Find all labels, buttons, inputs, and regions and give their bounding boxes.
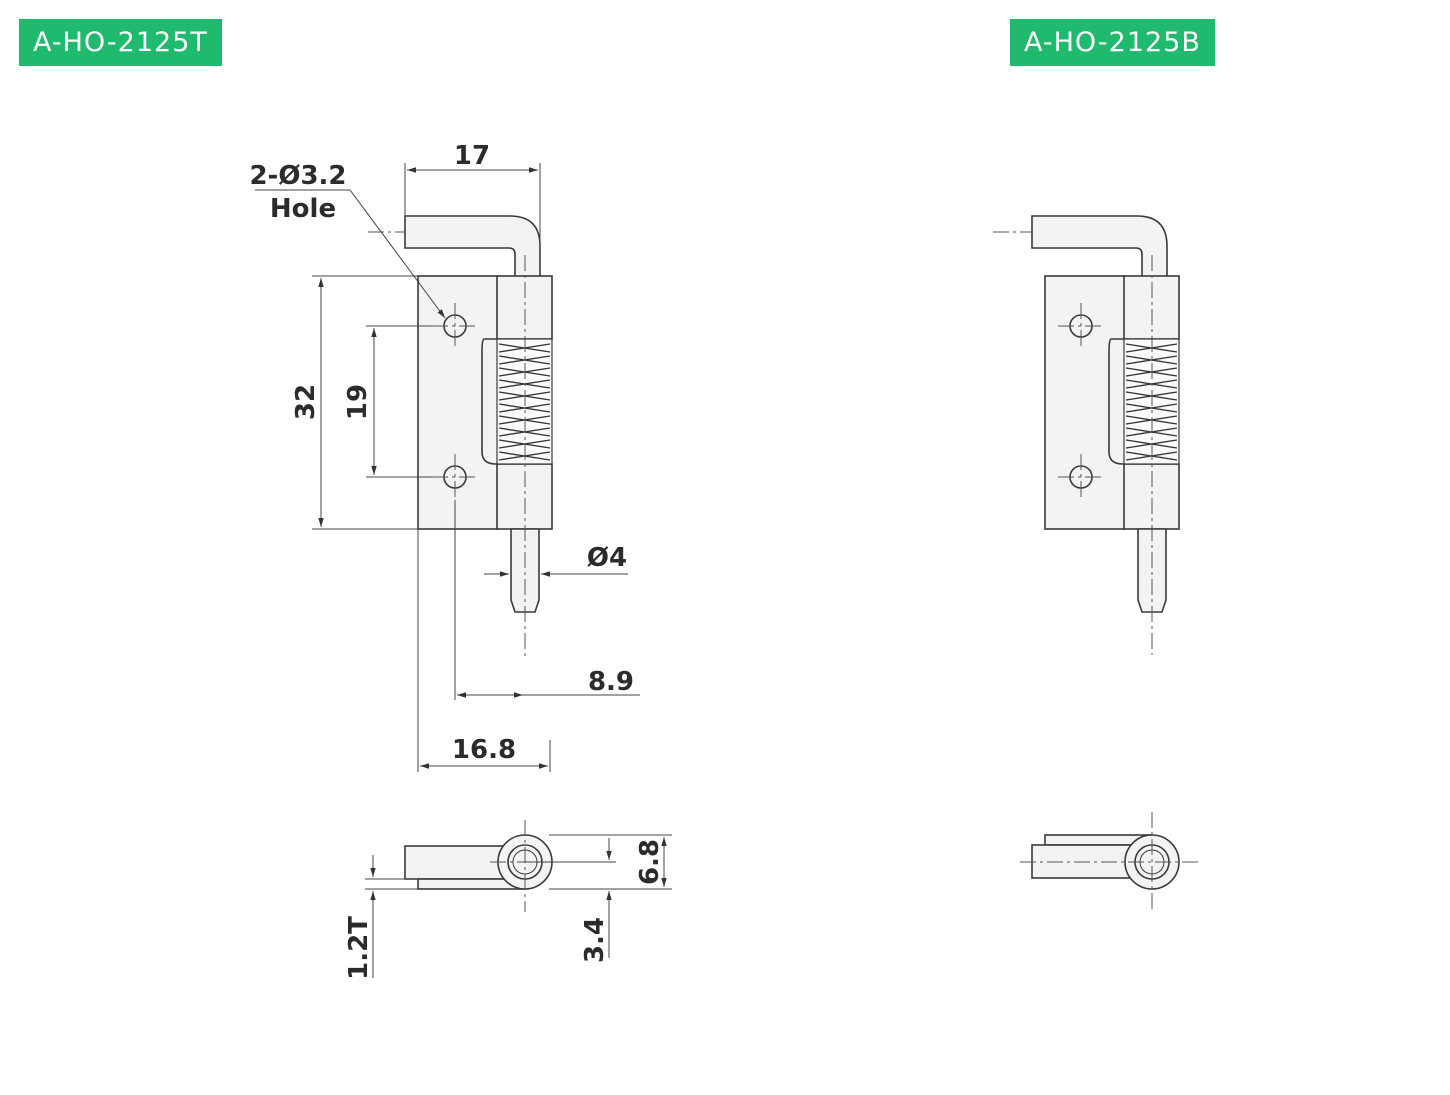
dim-19: 19 bbox=[343, 384, 373, 420]
dim-6-8: 6.8 bbox=[635, 839, 665, 885]
model-label-left: A-HO-2125T bbox=[19, 19, 222, 66]
dim-pin-dia: Ø4 bbox=[587, 543, 627, 573]
left-dimensions bbox=[255, 163, 640, 772]
dim-3-4: 3.4 bbox=[580, 917, 610, 963]
dim-hole-word: Hole bbox=[270, 194, 336, 224]
dim-thickness: 1.2T bbox=[344, 916, 374, 980]
dim-8-9: 8.9 bbox=[588, 667, 634, 697]
spring-window bbox=[481, 338, 499, 465]
left-hinge-front-view bbox=[368, 215, 553, 660]
spring-right bbox=[1123, 338, 1180, 465]
right-hinge-front-view bbox=[993, 215, 1180, 655]
dim-hole-spec: 2-Ø3.2 bbox=[249, 161, 346, 191]
dim-16-8: 16.8 bbox=[452, 735, 516, 765]
left-hinge-side-view: 6.8 3.4 1.2T bbox=[344, 820, 672, 980]
right-hinge-side-view bbox=[1020, 812, 1200, 912]
pin-bottom bbox=[510, 528, 540, 613]
dim-17: 17 bbox=[454, 141, 490, 171]
dim-32: 32 bbox=[291, 384, 321, 420]
pin-hook bbox=[404, 215, 541, 279]
left-dimension-texts: 17 2-Ø3.2 Hole 32 19 Ø4 8.9 16.8 bbox=[249, 141, 634, 765]
model-label-right: A-HO-2125B bbox=[1010, 19, 1215, 66]
